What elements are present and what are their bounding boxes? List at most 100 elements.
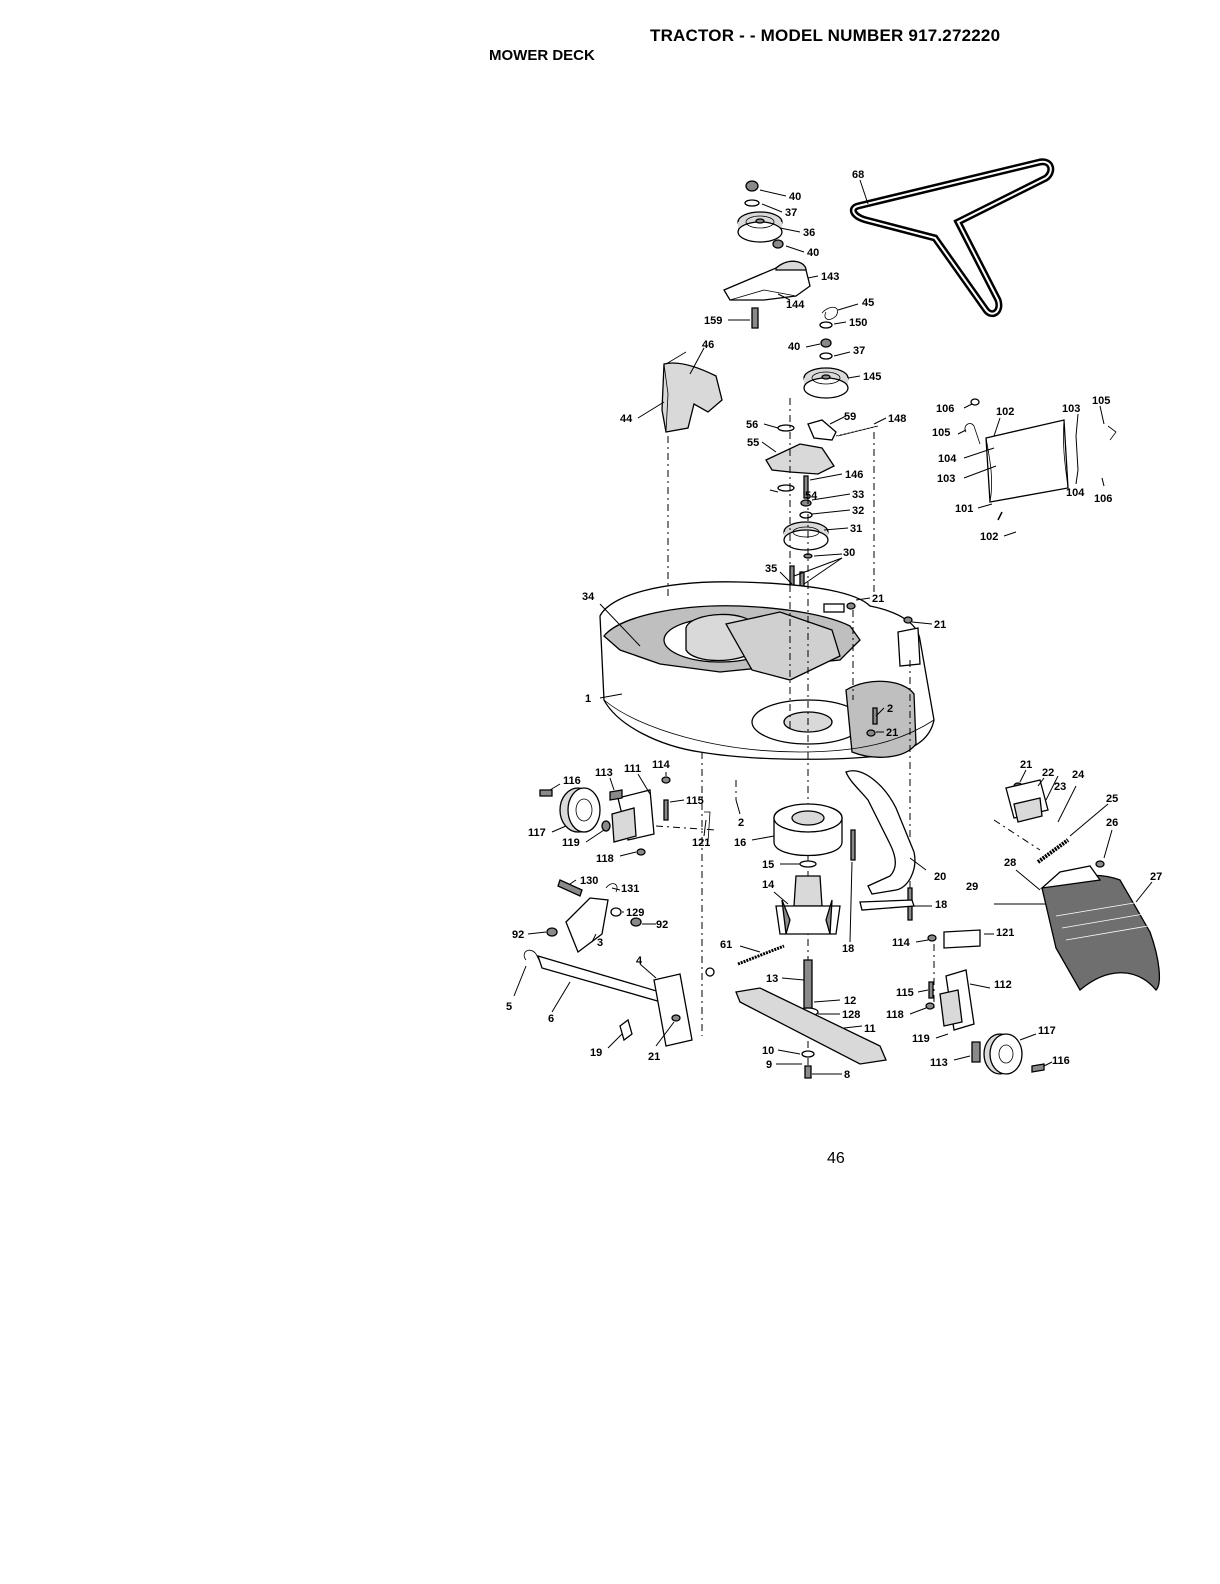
bolt-116-right (1031, 1063, 1045, 1073)
callout: 27 (1150, 871, 1162, 883)
blade-11 (735, 987, 887, 1065)
callout: 115 (686, 795, 704, 807)
callout: 40 (788, 341, 800, 353)
callout: 15 (762, 859, 774, 871)
callout: 114 (892, 937, 911, 949)
pulley-145 (803, 367, 849, 399)
bolt-8 (804, 1065, 812, 1079)
callout: 32 (852, 505, 864, 517)
spindle-housing-14 (775, 875, 841, 935)
callout: 131 (621, 883, 639, 895)
idler-pulley-top (737, 211, 783, 243)
bracket-23 (1013, 797, 1043, 823)
belt-inner-line (852, 160, 1052, 315)
nut-26 (1095, 860, 1105, 868)
callout: 21 (1020, 759, 1032, 771)
pin-105-b (1107, 425, 1117, 441)
callout: 59 (844, 411, 856, 423)
spindle-shaft-13 (803, 959, 813, 1009)
callout: 5 (506, 1001, 512, 1013)
page-number: 46 (827, 1150, 845, 1167)
rear-link-20 (845, 770, 916, 895)
callout: 19 (590, 1047, 602, 1059)
callout: 106 (936, 403, 954, 415)
callout: 116 (1052, 1055, 1070, 1067)
callout: 121 (996, 927, 1014, 939)
callout: 130 (580, 875, 598, 887)
nut-40-mid (820, 338, 832, 348)
bolt-19 (619, 1018, 633, 1042)
bolt-113-left (609, 789, 623, 801)
nut-21-a (846, 602, 856, 610)
belt-drawing (849, 158, 1055, 318)
callout: 103 (937, 473, 955, 485)
washer-119-left (601, 820, 611, 832)
bolt-159 (751, 307, 759, 329)
callout: 28 (1004, 857, 1016, 869)
callout: 113 (595, 767, 613, 779)
clip-5 (523, 949, 543, 967)
nut-21-c (866, 729, 876, 737)
callout: 12 (844, 995, 856, 1007)
callout: 61 (720, 939, 732, 951)
leader-lines (513, 179, 1153, 1075)
callout: 8 (844, 1069, 850, 1081)
callout: 40 (789, 191, 801, 203)
spring-148 (837, 425, 879, 437)
bolt-113-right (971, 1041, 981, 1063)
nut-114-right (927, 934, 937, 942)
bolt-130 (557, 879, 583, 897)
callout: 128 (842, 1009, 860, 1021)
callout: 36 (803, 227, 815, 239)
section-title: MOWER DECK (489, 47, 595, 64)
callout: 37 (853, 345, 865, 357)
callout: 148 (888, 413, 906, 425)
page-title: TRACTOR - - MODEL NUMBER 917.272220 (650, 26, 1001, 45)
washer-10 (801, 1050, 815, 1058)
callout: 21 (934, 619, 946, 631)
link-20-lower (859, 899, 915, 911)
washer-106-a (970, 398, 980, 406)
callout: 18 (842, 943, 854, 955)
callout: 1 (585, 693, 591, 705)
callout: 102 (980, 531, 998, 543)
callout: 101 (955, 503, 973, 515)
callout: 3 (597, 937, 603, 949)
washer-56 (777, 424, 795, 432)
callout: 10 (762, 1045, 774, 1057)
callout: 119 (912, 1033, 930, 1045)
callout: 11 (864, 1023, 876, 1035)
wheel-117-left (559, 787, 601, 833)
pin-105-a (964, 423, 981, 445)
callout: 33 (852, 489, 864, 501)
washer-top (744, 199, 760, 207)
callout: 16 (734, 837, 746, 849)
nut-92-right (630, 917, 642, 927)
hanger-bracket-4 (653, 973, 693, 1047)
callout: 24 (1072, 769, 1085, 781)
callout: 21 (648, 1051, 660, 1063)
callout: 6 (548, 1013, 554, 1025)
callout: 35 (765, 563, 777, 575)
callout: 112 (994, 979, 1012, 991)
callout: 44 (620, 413, 633, 425)
callout: 92 (512, 929, 524, 941)
baffle-16 (773, 803, 843, 857)
callout: 2 (738, 817, 744, 829)
callout: 54 (805, 490, 818, 502)
spring-61 (737, 944, 785, 966)
callout: 121 (692, 837, 710, 849)
callout: 116 (563, 775, 581, 787)
callout: 105 (932, 427, 950, 439)
callout: 118 (596, 853, 614, 865)
washer-15 (799, 860, 817, 868)
callout: 55 (747, 437, 759, 449)
callout: 9 (766, 1059, 772, 1071)
washer-61-end (705, 967, 715, 977)
washer-129 (610, 907, 622, 917)
idler-bracket (723, 260, 811, 301)
callout: 104 (938, 453, 957, 465)
deflector-guard-101 (985, 419, 1069, 521)
washer-37-mid (819, 352, 833, 360)
